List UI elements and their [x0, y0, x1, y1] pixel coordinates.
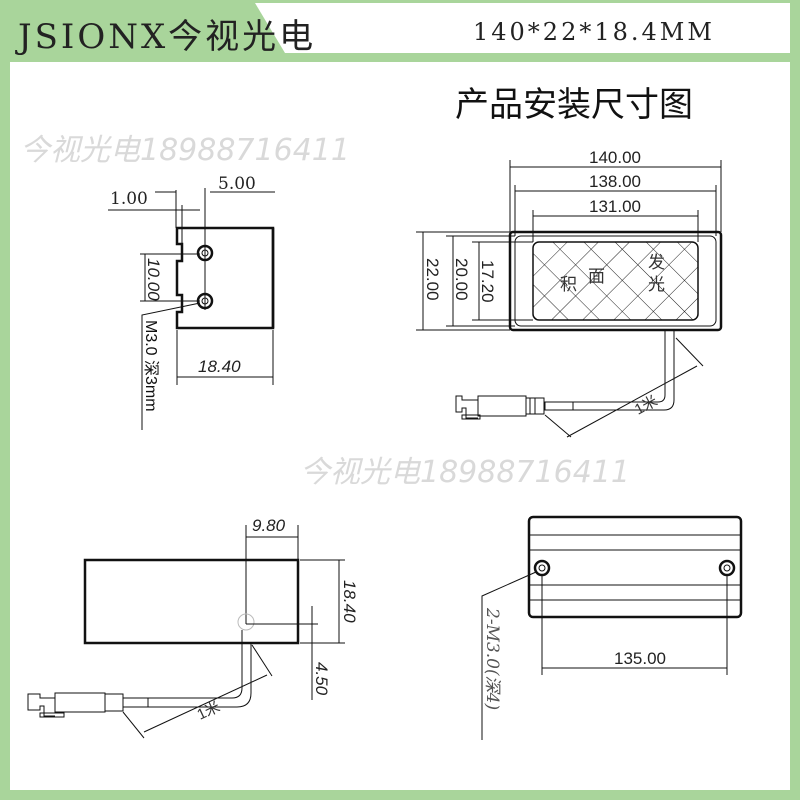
dim-emit-width: 131.00 — [589, 197, 641, 216]
dim-emit-height: 17.20 — [478, 260, 497, 303]
svg-text:今视光电18988716411: 今视光电18988716411 — [20, 133, 350, 168]
svg-text:今视光电18988716411: 今视光电18988716411 — [300, 455, 630, 490]
dim-cable-height: 4.50 — [312, 662, 331, 696]
emitting-area — [532, 241, 699, 321]
dim-hole-offset: 5.00 — [218, 174, 256, 194]
front-view: 发 光 面 积 140.00 138.00 131.00 22.00 20.00… — [416, 148, 723, 438]
brand-title: JSIONX今视光电 — [15, 17, 316, 57]
rear-view: 9.80 18.40 4.50 1米 — [27, 516, 359, 739]
svg-text:发: 发 — [648, 253, 665, 273]
svg-text:光: 光 — [648, 275, 665, 295]
watermark: 今视光电18988716411 — [300, 455, 630, 490]
dim-outer-height: 22.00 — [423, 258, 442, 301]
dim-offset: 1.00 — [110, 189, 148, 209]
header-size-panel — [255, 3, 790, 53]
bottom-hole-note: 2-M3.0(深4) — [482, 607, 502, 710]
watermark: 今视光电18988716411 — [20, 133, 350, 168]
dim-inner-height: 20.00 — [452, 258, 471, 301]
svg-text:积: 积 — [560, 275, 577, 295]
emit-area-label: 发 光 面 积 — [560, 253, 665, 295]
dim-outer-width: 140.00 — [589, 148, 641, 167]
svg-text:面: 面 — [588, 267, 605, 287]
dim-rear-height: 18.40 — [340, 580, 359, 623]
dim-inner-width: 138.00 — [589, 172, 641, 191]
dim-cable-offset: 9.80 — [252, 516, 286, 535]
page-title: 产品安装尺寸图 — [455, 85, 693, 125]
dim-depth: 18.40 — [198, 357, 241, 376]
drawing-area — [10, 62, 790, 790]
side-view: 1.00 5.00 10.00 M3.0 深3mm 18.40 — [108, 174, 275, 430]
product-size: 140*22*18.4MM — [473, 18, 715, 46]
side-hole-note: M3.0 深3mm — [142, 320, 160, 412]
dim-hole-spacing: 10.00 — [144, 258, 163, 301]
dim-hole-spacing-bottom: 135.00 — [614, 649, 666, 668]
bottom-view: 135.00 2-M3.0(深4) — [481, 515, 743, 740]
